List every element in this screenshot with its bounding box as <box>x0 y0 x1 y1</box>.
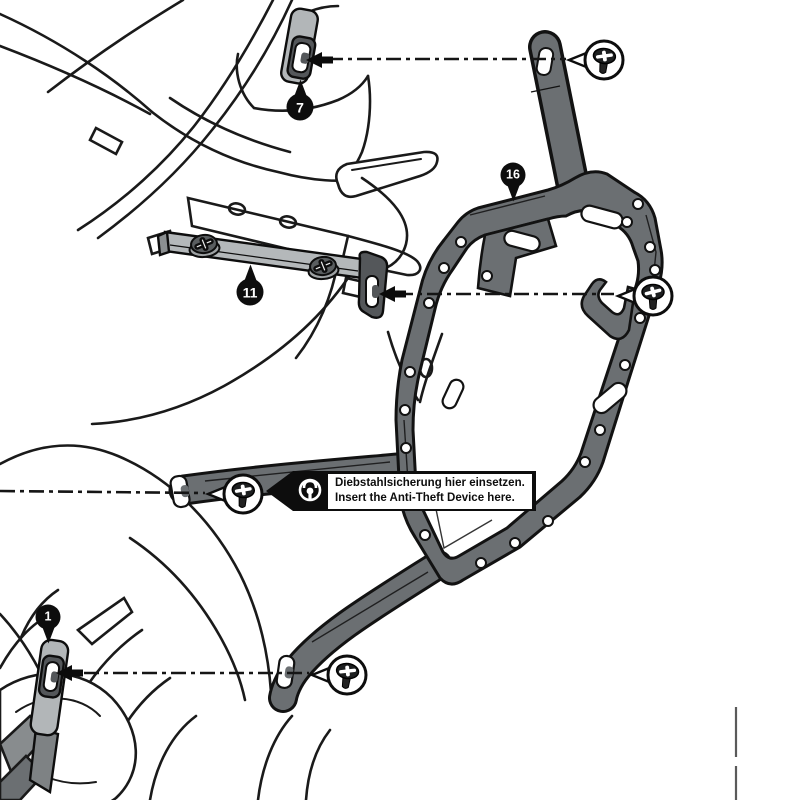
side-carrier-part16 <box>168 30 664 713</box>
screw-balloons <box>206 39 674 696</box>
assembly-axis-lines <box>0 57 614 675</box>
motorcycle-line-art <box>0 0 444 800</box>
callout-number: 7 <box>296 99 304 115</box>
label-arrow-icon <box>266 471 293 511</box>
lower-bracket-part1 <box>28 638 70 794</box>
label-plate: Diebstahlsicherung hier einsetzen. Inser… <box>293 471 536 511</box>
callout-number: 16 <box>506 167 520 182</box>
label-text: Diebstahlsicherung hier einsetzen. Inser… <box>327 472 533 510</box>
adapter-bar-part11 <box>156 230 389 319</box>
anti-theft-label: Diebstahlsicherung hier einsetzen. Inser… <box>266 471 536 511</box>
fairing-bracket-part7 <box>279 7 319 85</box>
callout-pin-1: 1 <box>35 604 61 630</box>
callout-number: 11 <box>242 284 258 300</box>
callout-pin-7: 7 <box>286 93 314 121</box>
insert-arrows <box>56 52 406 681</box>
label-line-de: Diebstahlsicherung hier einsetzen. <box>335 476 525 489</box>
label-line-en: Insert the Anti-Theft Device here. <box>335 491 515 504</box>
padlock-icon <box>298 478 322 502</box>
callout-number: 1 <box>44 609 52 624</box>
callout-pin-11: 11 <box>236 278 264 306</box>
callout-pin-16: 16 <box>500 162 526 188</box>
